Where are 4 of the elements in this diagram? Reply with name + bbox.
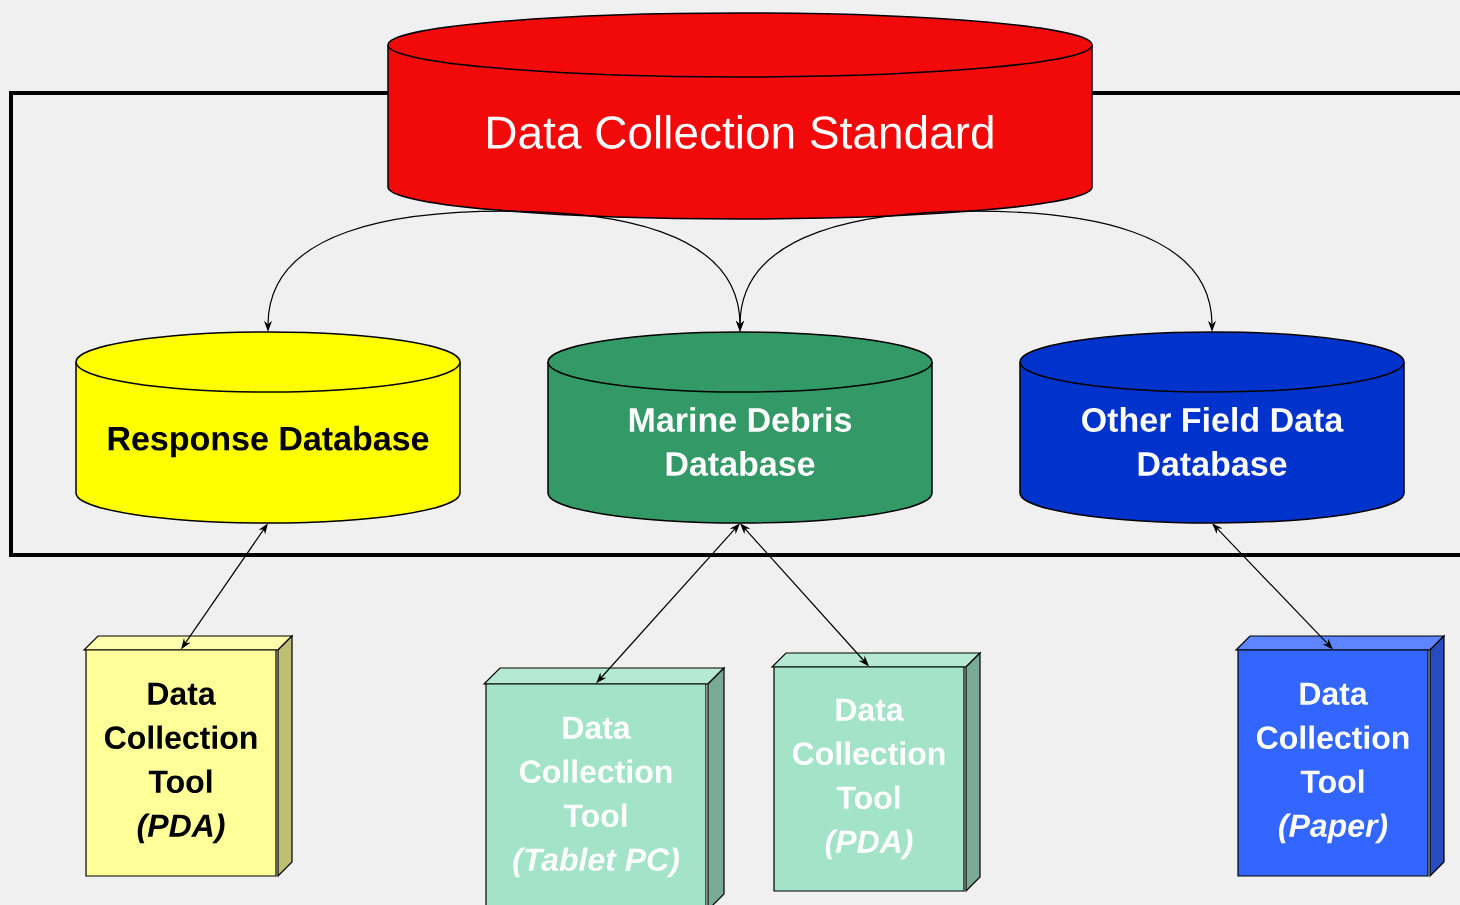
database-cylinder: Response Database xyxy=(75,331,461,524)
database-cylinder: Marine Debris Database xyxy=(547,331,933,524)
database-cylinder: Other Field Data Database xyxy=(1019,331,1405,524)
database-cylinder: Data Collection Standard xyxy=(387,12,1093,220)
